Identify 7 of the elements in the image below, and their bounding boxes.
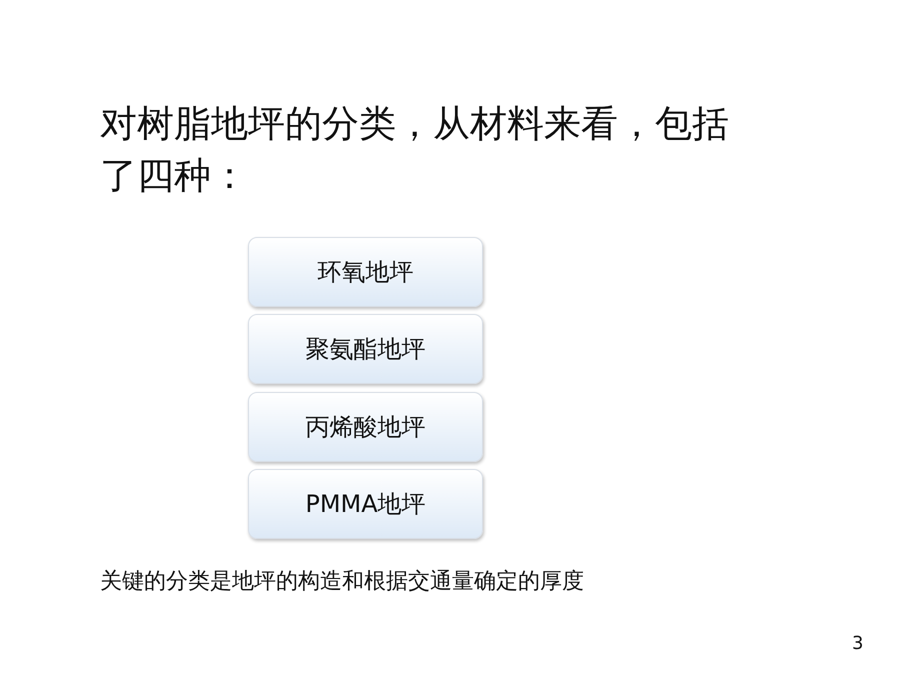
- slide-title: 对树脂地坪的分类，从材料来看，包括了四种：: [100, 101, 730, 199]
- category-box: 聚氨酯地坪: [248, 314, 483, 384]
- category-box: PMMA地坪: [248, 469, 483, 539]
- note-text: 关键的分类是地坪的构造和根据交通量确定的厚度: [100, 568, 584, 596]
- category-box: 环氧地坪: [248, 237, 483, 307]
- category-box: 丙烯酸地坪: [248, 392, 483, 462]
- page-number: 3: [852, 633, 864, 654]
